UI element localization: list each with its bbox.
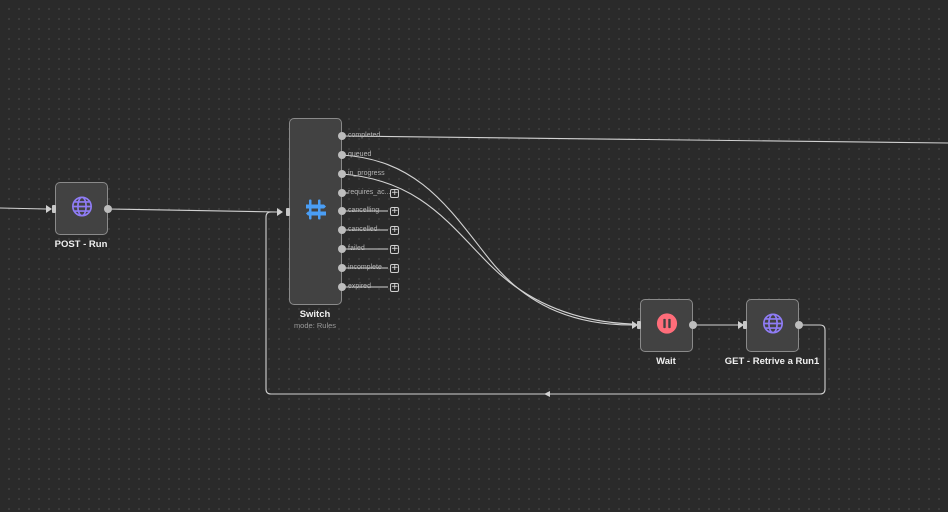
switch-output-port-failed[interactable] [338, 245, 346, 253]
post-run-output-port[interactable] [104, 205, 112, 213]
switch-output-port-cancelled[interactable] [338, 226, 346, 234]
loop-arrow-icon [544, 391, 550, 397]
add-connection-button-failed[interactable]: + [390, 244, 399, 254]
arrow-into-wait [632, 321, 638, 329]
switch-output-port-incomplete[interactable] [338, 264, 346, 272]
globe-icon [71, 195, 93, 222]
get-run-output-port[interactable] [795, 321, 803, 329]
arrow-into-switch [277, 208, 283, 216]
switch-output-label-queued: queued [348, 151, 372, 158]
wait-title: Wait [656, 356, 676, 367]
switch-output-port-requires-ac[interactable] [338, 189, 346, 197]
connection-inprogress-to-wait [341, 173, 633, 325]
switch-output-label-expired: expired [348, 283, 371, 290]
add-connection-button-expired[interactable]: + [390, 282, 399, 292]
switch-icon [304, 197, 328, 226]
add-connection-button-requires-ac[interactable]: + [390, 188, 399, 198]
node-post-run[interactable] [55, 182, 108, 235]
switch-output-label-incomplete: incomplete [348, 264, 382, 271]
switch-output-port-in-progress[interactable] [338, 170, 346, 178]
switch-input-port[interactable] [286, 208, 290, 216]
connection-queued-to-wait [341, 154, 633, 326]
add-connection-button-incomplete[interactable]: + [390, 263, 399, 273]
add-connection-button-cancelling[interactable]: + [390, 206, 399, 216]
connection-post-to-switch [107, 208, 278, 213]
post-run-title: POST - Run [54, 239, 108, 250]
arrow-into-post-run [46, 205, 52, 213]
node-switch[interactable] [289, 118, 342, 305]
switch-output-label-in-progress: in_progress [348, 170, 385, 177]
arrow-into-get-run [738, 321, 744, 329]
pause-icon [656, 312, 678, 339]
switch-output-port-cancelling[interactable] [338, 207, 346, 215]
get-run-input-port[interactable] [743, 321, 747, 329]
switch-output-port-expired[interactable] [338, 283, 346, 291]
connection-incoming [0, 207, 47, 210]
switch-output-label-requires-ac: requires_ac... [348, 189, 393, 196]
get-run-title: GET - Retrive a Run1 [724, 356, 820, 367]
switch-output-label-cancelling: cancelling [348, 207, 380, 214]
post-run-input-port[interactable] [52, 205, 56, 213]
switch-output-label-completed: completed [348, 132, 381, 139]
globe-icon [762, 312, 784, 339]
switch-output-port-queued[interactable] [338, 151, 346, 159]
connection-completed-out [341, 135, 948, 144]
switch-output-port-completed[interactable] [338, 132, 346, 140]
switch-output-label-cancelled: cancelled [348, 226, 378, 233]
switch-title: Switch [299, 309, 331, 320]
node-get-retrive-a-run1[interactable] [746, 299, 799, 352]
switch-output-label-failed: failed [348, 245, 365, 252]
wait-input-port[interactable] [637, 321, 641, 329]
add-connection-button-cancelled[interactable]: + [390, 225, 399, 235]
wait-output-port[interactable] [689, 321, 697, 329]
node-wait[interactable] [640, 299, 693, 352]
switch-subtitle: mode: Rules [293, 321, 337, 330]
